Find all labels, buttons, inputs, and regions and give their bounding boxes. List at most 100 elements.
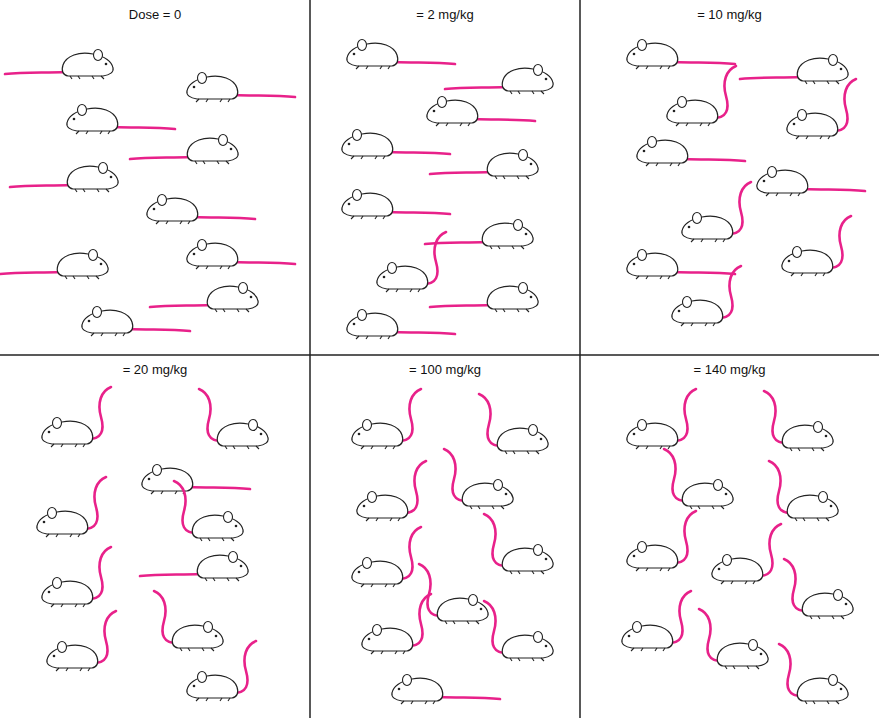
mouse-curled-tail [154, 591, 223, 651]
mouse-curled-tail [764, 391, 833, 451]
mouse-feet [196, 698, 230, 701]
mouse-straight-tail [637, 137, 745, 167]
mouse-eye [688, 226, 691, 229]
mouse-eye [673, 110, 676, 113]
mouse-eye [763, 180, 766, 183]
mouse-body [682, 216, 733, 239]
mouse-straight-tail [347, 310, 455, 340]
mouse-group [627, 40, 865, 327]
mouse-ear [53, 418, 62, 429]
mouse-curled-tail [779, 644, 848, 704]
mouse-straight-tail [187, 240, 295, 270]
mouse-body [437, 598, 488, 621]
mouse-ear [358, 40, 367, 51]
mouse-group [342, 40, 553, 340]
mouse-ear [438, 97, 447, 108]
mouse-straight-tail [150, 283, 258, 313]
mouse-tail [674, 272, 735, 274]
mouse-body [782, 250, 833, 273]
mouse-ear [93, 307, 102, 318]
mouse-eye [633, 53, 636, 56]
mouse-body [42, 421, 93, 444]
mouse-eye [230, 148, 233, 151]
mouse-tail [394, 62, 455, 64]
mouse-eye [48, 431, 51, 434]
mouse-tail [404, 461, 426, 513]
dose-label: = 2 mg/kg [413, 7, 476, 23]
mouse-curled-tail [352, 389, 421, 449]
mouse-feet [631, 648, 665, 651]
mouse-ear [469, 595, 478, 606]
mouse-tail [779, 644, 801, 696]
mouse-ear [638, 542, 647, 553]
mouse-straight-tail [757, 167, 865, 197]
mouse-eye [193, 685, 196, 688]
mouse-body [37, 511, 88, 534]
mouse-tail [445, 87, 506, 89]
mouse-tail [154, 591, 176, 643]
mouse-tail [234, 262, 295, 264]
mouse-body [172, 625, 223, 648]
mouse-body [462, 483, 513, 506]
mouse-ear [633, 622, 642, 633]
mouse-body [672, 300, 723, 323]
mouse-tail [759, 524, 781, 576]
mouse-feet [366, 518, 400, 521]
mouse-feet [351, 156, 385, 159]
mouse-tail [684, 159, 745, 161]
mouse-ear [229, 552, 238, 563]
mouse-tail [714, 66, 736, 118]
mouse-eye [845, 603, 848, 606]
mouse-ear [89, 250, 98, 261]
mouse-feet [70, 76, 104, 79]
mouse-tail [130, 157, 191, 159]
mouse-curled-tail [362, 594, 431, 654]
mouse-ear [519, 283, 528, 294]
mouse-feet [646, 163, 680, 166]
mouse-tail [234, 641, 256, 693]
mouse-body [627, 43, 678, 66]
mouse-feet [361, 446, 395, 449]
mouse-body [82, 310, 133, 333]
mouse-tail [719, 266, 741, 318]
mouse-curled-tail [174, 481, 243, 541]
mouse-ear [198, 73, 207, 84]
mouse-body [392, 678, 443, 701]
mouse-body [487, 286, 538, 309]
mouse-feet [691, 239, 725, 242]
mouse-straight-tail [67, 105, 175, 135]
mouse-straight-tail [627, 40, 735, 70]
mouse-body [192, 515, 243, 538]
mouse-straight-tail [147, 195, 255, 225]
dose-panel: = 10 mg/kg [580, 0, 879, 355]
mouse-tail [764, 391, 786, 443]
mouse-eye [398, 688, 401, 691]
mouse-straight-tail [430, 150, 538, 180]
mouse-ear [529, 425, 538, 436]
mouse-ear [514, 220, 523, 231]
mouse-body [217, 423, 268, 446]
mouse-curled-tail [672, 266, 741, 326]
mouse-ear [363, 558, 372, 569]
mouse-feet [371, 651, 405, 654]
mouse-body [142, 468, 193, 491]
mouse-ear [793, 247, 802, 258]
mouse-eye [348, 143, 351, 146]
mouse-feet [65, 276, 99, 279]
mouse-feet [225, 446, 259, 449]
mouse-curled-tail [712, 524, 781, 584]
mouse-tail [439, 697, 500, 699]
mouse-eye [88, 320, 91, 323]
mouse-tail [394, 332, 455, 334]
mouse-straight-tail [740, 55, 848, 85]
mouse-tail [399, 527, 421, 579]
mouse-body [427, 100, 478, 123]
mouse-ear [723, 555, 732, 566]
mouse-straight-tail [430, 283, 538, 313]
mouse-group [37, 387, 268, 701]
dose-label: = 100 mg/kg [406, 362, 484, 378]
mouse-ear [834, 590, 843, 601]
mouse-tail [674, 62, 735, 64]
